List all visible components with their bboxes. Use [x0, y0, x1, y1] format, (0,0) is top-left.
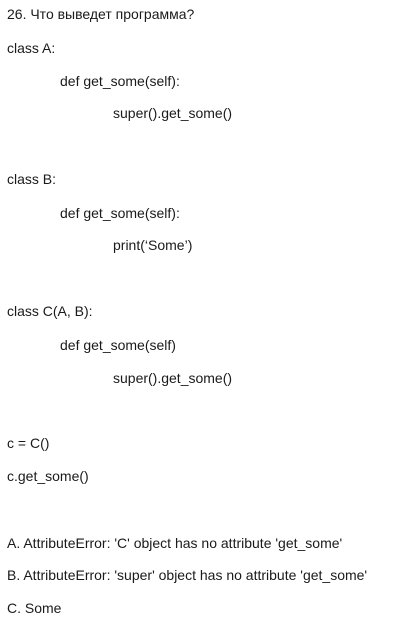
class-a-header: class A:	[7, 40, 56, 56]
option-b: B. AttributeError: 'super' object has no…	[7, 567, 368, 583]
class-c-method: def get_some(self)	[60, 337, 176, 353]
call-line: c.get_some()	[7, 468, 89, 484]
class-c-header: class C(A, B):	[7, 303, 93, 319]
class-a-method: def get_some(self):	[60, 73, 180, 89]
question-title: 26. Что выведет программа?	[7, 6, 195, 22]
class-b-header: class B:	[7, 171, 57, 187]
instantiate-line: c = C()	[7, 435, 50, 451]
class-b-body: print(‘Some’)	[113, 237, 193, 253]
class-a-body: super().get_some()	[113, 105, 233, 121]
class-b-method: def get_some(self):	[60, 205, 180, 221]
option-c: C. Some	[7, 600, 62, 616]
class-c-body: super().get_some()	[113, 370, 233, 386]
option-a: A. AttributeError: 'C' object has no att…	[7, 535, 343, 551]
